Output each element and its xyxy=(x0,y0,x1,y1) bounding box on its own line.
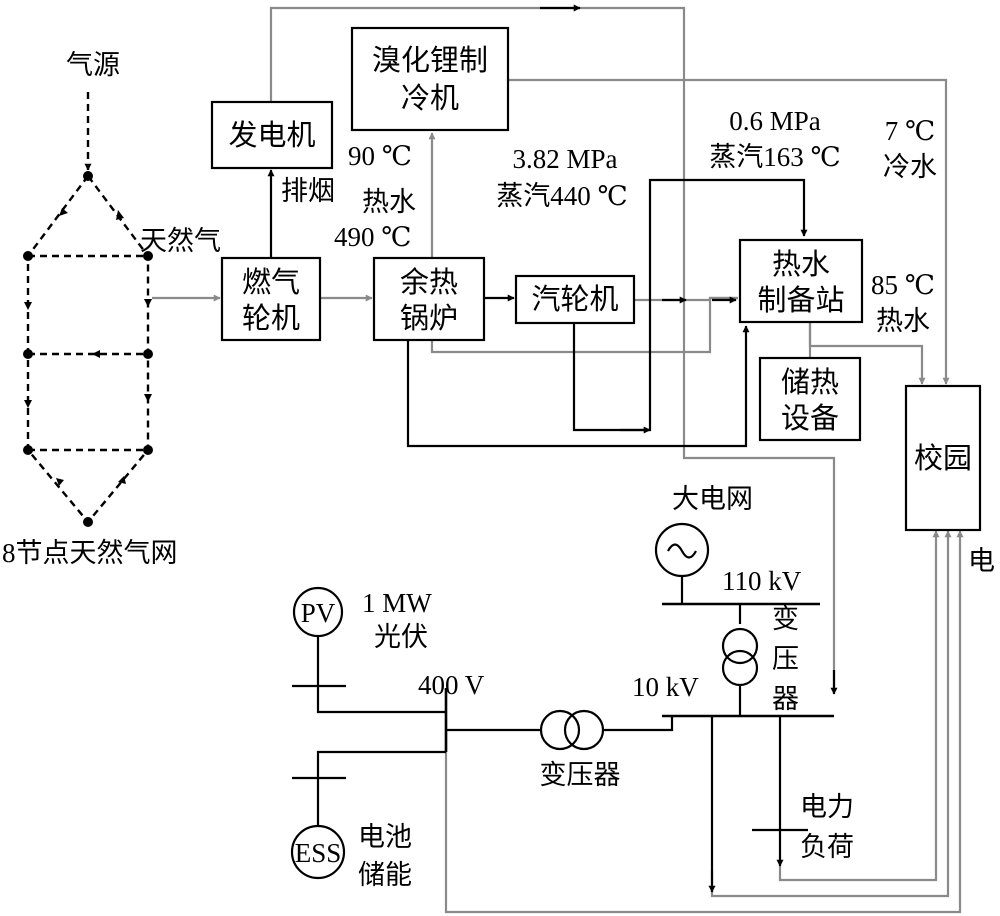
bus-110kv-label: 110 kV xyxy=(722,566,802,596)
boiler-label-2: 锅炉 xyxy=(400,302,458,335)
gas-ring xyxy=(26,174,150,524)
gas-network-label: 8节点天然气网 xyxy=(2,538,178,568)
electricity-label: 电 xyxy=(968,546,995,576)
gas-turbine-label-1: 燃气 xyxy=(242,266,300,299)
bus-400v-label: 400 V xyxy=(418,670,485,700)
lv-transformer-winding-2 xyxy=(563,709,605,751)
ac-wave-icon xyxy=(667,543,697,559)
hot-water-85-temp-label: 85 ℃ xyxy=(871,270,935,300)
ess-label-2: 储能 xyxy=(358,860,412,890)
hot-water-label: 热水 xyxy=(362,187,416,217)
generator-power-line xyxy=(269,6,836,692)
gas-turbine-label-2: 轮机 xyxy=(242,302,300,335)
hot-water-station-block: 热水 制备站 xyxy=(738,238,864,324)
station-label-1: 热水 xyxy=(772,248,830,281)
power-system: 大电网 110 kV 变 压 器 10 kV 电力 负荷 变压器 400 V P… xyxy=(290,484,854,893)
chiller-label-1: 溴化锂制 xyxy=(372,44,488,77)
load-label-2: 负荷 xyxy=(800,832,854,862)
gas-flow-arrow xyxy=(59,208,68,216)
gas-flow-arrow xyxy=(24,400,32,408)
steam-turbine-label: 汽轮机 xyxy=(531,283,618,316)
chilled-water-line xyxy=(508,78,950,385)
electricity-line-3 xyxy=(778,530,940,882)
main-transformer-winding-1 xyxy=(721,627,759,665)
station-label-2: 制备站 xyxy=(757,284,844,317)
gas-node xyxy=(143,349,153,359)
lv-transformer-lead-right xyxy=(603,716,674,732)
storage-label-1: 储热 xyxy=(781,366,839,399)
storage-label-2: 设备 xyxy=(781,402,839,435)
gas-flow-arrow xyxy=(116,210,124,220)
gas-node xyxy=(23,445,33,455)
return-water-line xyxy=(430,296,738,354)
chilled-water-temp-label: 7 ℃ xyxy=(885,116,935,146)
gas-node xyxy=(83,171,93,181)
chilled-water-label: 冷水 xyxy=(883,152,937,182)
gas-flow-arrow xyxy=(144,299,152,307)
gas-node xyxy=(23,349,33,359)
load-label-1: 电力 xyxy=(800,792,854,822)
steam-high-temp-label: 蒸汽440 ℃ xyxy=(496,181,627,211)
hot-water-490-label: 490 ℃ xyxy=(334,222,411,252)
gas-network: 气源 天然气 8节点天然气网 xyxy=(2,50,221,568)
campus-label: 校园 xyxy=(914,442,972,475)
steam-turbine-block: 汽轮机 xyxy=(514,274,636,325)
generator-label: 发电机 xyxy=(228,119,315,152)
gas-node xyxy=(23,251,33,261)
pv-symbol-label: PV xyxy=(301,598,336,628)
lithium-bromide-chiller-block: 溴化锂制 冷机 xyxy=(350,26,510,132)
boiler-to-station-line xyxy=(406,325,750,448)
low-pressure-steam-line xyxy=(572,178,808,432)
campus-block: 校园 xyxy=(904,384,982,532)
hot-water-85-label: 热水 xyxy=(876,306,930,336)
ess-label-1: 电池 xyxy=(358,822,412,852)
gas-node xyxy=(143,251,153,261)
pv-capacity-label: 1 MW xyxy=(362,588,432,618)
thermal-annotations: 排烟 90 ℃ 热水 490 ℃ 3.82 MPa 蒸汽440 ℃ 0.6 MP… xyxy=(281,106,995,576)
steam-high-pressure-label: 3.82 MPa xyxy=(512,144,617,174)
ess-feeder xyxy=(316,750,446,826)
gas-turbine-block: 燃气 轮机 xyxy=(220,256,322,342)
waste-heat-boiler-block: 余热 锅炉 xyxy=(372,256,486,342)
grid-label: 大电网 xyxy=(672,484,753,514)
exhaust-label: 排烟 xyxy=(281,176,335,206)
gas-source-label: 气源 xyxy=(66,50,120,80)
lv-transformer-winding-1 xyxy=(539,709,581,751)
steam-low-pressure-label: 0.6 MPa xyxy=(729,106,821,136)
boiler-label-1: 余热 xyxy=(400,266,458,299)
main-transformer-winding-2 xyxy=(721,649,759,687)
main-transformer-label-3: 器 xyxy=(772,684,799,714)
gas-node xyxy=(143,445,153,455)
generator-block: 发电机 xyxy=(210,100,334,170)
gas-flow-arrow xyxy=(56,478,64,486)
pv-label: 光伏 xyxy=(374,622,428,652)
hot-water-90-label: 90 ℃ xyxy=(348,141,412,171)
bus-10kv-label: 10 kV xyxy=(632,672,699,702)
gas-flow-arrow xyxy=(92,350,100,358)
connections xyxy=(152,4,964,914)
main-transformer-label-2: 压 xyxy=(772,644,799,674)
ess-symbol-label: ESS xyxy=(295,838,342,868)
pv-feeder xyxy=(316,636,446,714)
chiller-label-2: 冷机 xyxy=(401,82,459,115)
lv-transformer-label: 变压器 xyxy=(540,760,621,790)
gas-flow-arrow xyxy=(24,302,32,310)
gas-flow-arrow xyxy=(144,394,152,402)
electricity-line-1 xyxy=(444,530,964,914)
main-transformer-label-1: 变 xyxy=(772,604,799,634)
gas-flow-arrow xyxy=(118,476,126,484)
steam-low-temp-label: 蒸汽163 ℃ xyxy=(709,142,840,172)
gas-node xyxy=(83,517,93,527)
heat-storage-block: 储热 设备 xyxy=(758,356,862,442)
natural-gas-label: 天然气 xyxy=(140,226,221,256)
